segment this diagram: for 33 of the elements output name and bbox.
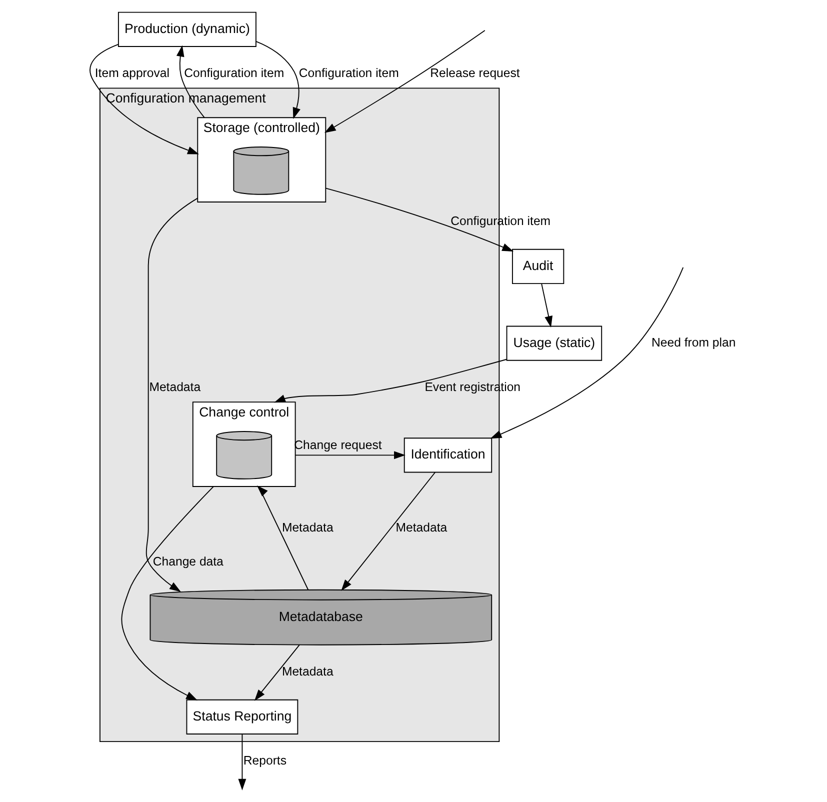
- edge-label: Reports: [243, 754, 287, 768]
- arrow: [256, 485, 309, 590]
- edge-label: Metadata: [282, 520, 334, 534]
- edge-label: Change data: [152, 554, 224, 569]
- arrow: [294, 451, 406, 460]
- edge-label: Item approval: [94, 66, 170, 80]
- arrow: [490, 267, 684, 439]
- edge-label: Need from plan: [651, 336, 736, 350]
- node-box: Identification: [404, 438, 492, 473]
- cluster: Storage (controlled): [197, 117, 326, 202]
- cluster: Change control: [192, 402, 296, 487]
- arrow: [341, 472, 436, 591]
- arrow: [146, 198, 198, 592]
- node-box: Audit: [512, 248, 564, 284]
- node-box: Status Reporting: [186, 699, 298, 734]
- arrow: [176, 45, 205, 118]
- arrow: [256, 41, 300, 119]
- arrow: [325, 188, 514, 252]
- edge-label: Configuration item: [298, 66, 399, 80]
- arrow: [90, 44, 199, 154]
- arrow: [254, 644, 300, 701]
- edge-label: Metadata: [282, 664, 334, 679]
- node-box: Usage (static): [506, 326, 602, 361]
- edge-label: Configuration item: [184, 66, 284, 80]
- arrow: [238, 734, 246, 790]
- arrow: [121, 486, 214, 700]
- arrow: [541, 283, 552, 328]
- arrow: [324, 30, 486, 133]
- node-box: Production (dynamic): [118, 12, 256, 47]
- edge-label: Release request: [430, 66, 520, 80]
- edge-label: Metadata: [396, 520, 448, 534]
- arrow: [274, 358, 507, 403]
- edge-label: Metadata: [149, 380, 201, 394]
